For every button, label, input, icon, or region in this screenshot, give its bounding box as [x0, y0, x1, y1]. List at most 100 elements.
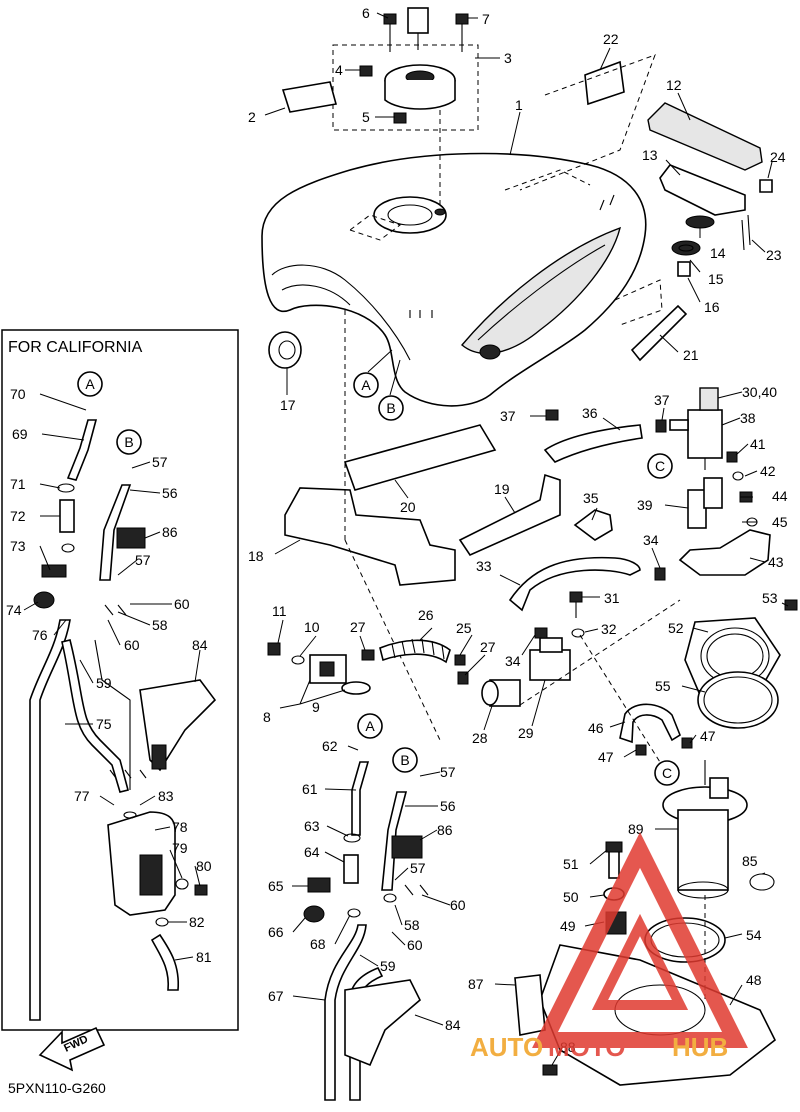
part-num: 76: [32, 627, 48, 643]
part-num: 19: [494, 481, 510, 497]
california-box: [1, 329, 239, 1031]
part-num: 38: [740, 410, 756, 426]
part-num: 5: [362, 109, 370, 125]
trim-strip-21: [630, 304, 688, 362]
part-num: 63: [304, 818, 320, 834]
part-num: 37: [654, 392, 670, 408]
hose-46: [619, 703, 681, 744]
watermark: AUTO MOTO HUB: [470, 832, 748, 1062]
part-num: 60: [174, 596, 190, 612]
part-num: 39: [637, 497, 653, 513]
part-num: 9: [312, 699, 320, 715]
part-num: 53: [762, 590, 778, 606]
watermark-hub: HUB: [672, 1032, 728, 1062]
hose-36: [543, 409, 667, 463]
svg-text:A: A: [85, 376, 95, 392]
part-num: 84: [192, 637, 208, 653]
part-num: 71: [10, 476, 26, 492]
part-num: 47: [700, 728, 716, 744]
part-num: 57: [152, 454, 168, 470]
part-num: 55: [655, 678, 671, 694]
callout-C-pump: C: [654, 760, 680, 786]
part-num: 58: [152, 617, 168, 633]
part-num: 56: [162, 485, 178, 501]
part-num: 74: [6, 602, 22, 618]
part-num: 31: [604, 590, 620, 606]
callout-C-tank: C: [647, 453, 673, 479]
part-num: 85: [742, 853, 758, 869]
part-num: 22: [603, 31, 619, 47]
o-ring-55: [697, 671, 779, 729]
part-num: 83: [158, 788, 174, 804]
part-num: 14: [710, 245, 726, 261]
callout-A-main: A: [357, 713, 383, 739]
tank-mount-bracket: [647, 102, 773, 277]
part-num: 54: [746, 927, 762, 943]
fuel-tank: [261, 152, 647, 407]
fuel-cock-38: [669, 387, 744, 481]
part-num: 37: [500, 408, 516, 424]
svg-text:C: C: [655, 458, 665, 474]
svg-text:A: A: [365, 718, 375, 734]
part-num: 12: [666, 77, 682, 93]
part-num: 66: [268, 924, 284, 940]
part-num: 59: [96, 675, 112, 691]
part-num: 18: [248, 548, 264, 564]
part-num: 61: [302, 781, 318, 797]
part-num: 60: [450, 897, 466, 913]
part-num: 17: [280, 397, 296, 413]
watermark-moto: MOTO: [548, 1032, 626, 1062]
part-num: 46: [588, 720, 604, 736]
leader-lines: [23, 12, 789, 1066]
part-num: 69: [12, 426, 28, 442]
part-num: 58: [404, 917, 420, 933]
callout-B-tank: B: [378, 395, 404, 421]
part-num: 57: [135, 552, 151, 568]
fuel-pump-89: [662, 760, 748, 899]
part-num: 7: [482, 11, 490, 27]
part-num: 60: [124, 637, 140, 653]
callout-A-tank: A: [353, 372, 379, 398]
part-num: 87: [468, 976, 484, 992]
part-num: 81: [196, 949, 212, 965]
main-hose-group: [303, 761, 429, 1101]
watermark-auto: AUTO: [470, 1032, 543, 1062]
part-num: 34: [505, 653, 521, 669]
part-num: 6: [362, 5, 370, 21]
part-num: 26: [418, 607, 434, 623]
part-num: 29: [518, 725, 534, 741]
part-num: 50: [563, 889, 579, 905]
bracket-43: [678, 529, 771, 576]
part-num: 56: [440, 798, 456, 814]
part-num: 3: [504, 50, 512, 66]
part-num: 20: [400, 499, 416, 515]
pump-29: [529, 627, 571, 681]
sender-8: [309, 654, 371, 695]
part-num: 86: [437, 822, 453, 838]
part-num: 23: [766, 247, 782, 263]
damper-17: [268, 331, 302, 369]
part-num: 67: [268, 988, 284, 1004]
part-num: 10: [304, 619, 320, 635]
part-num: 11: [272, 603, 287, 619]
part-num: 15: [708, 271, 724, 287]
part-num: 86: [162, 524, 178, 540]
part-num: 25: [456, 620, 472, 636]
part-num: 84: [445, 1017, 461, 1033]
part-num: 80: [196, 858, 212, 874]
part-num: 64: [304, 844, 320, 860]
hose-33: [508, 556, 641, 612]
part-num: 2: [248, 109, 256, 125]
part-num: 33: [476, 558, 492, 574]
part-num: 30,40: [742, 384, 777, 400]
sensor-28: [481, 679, 521, 707]
part-num: 16: [704, 299, 720, 315]
part-num: 52: [668, 620, 684, 636]
part-num: 89: [628, 821, 644, 837]
part-num: 28: [472, 730, 488, 746]
part-num: 27: [350, 619, 366, 635]
part-num: 70: [10, 386, 26, 402]
part-num: 49: [560, 918, 576, 934]
